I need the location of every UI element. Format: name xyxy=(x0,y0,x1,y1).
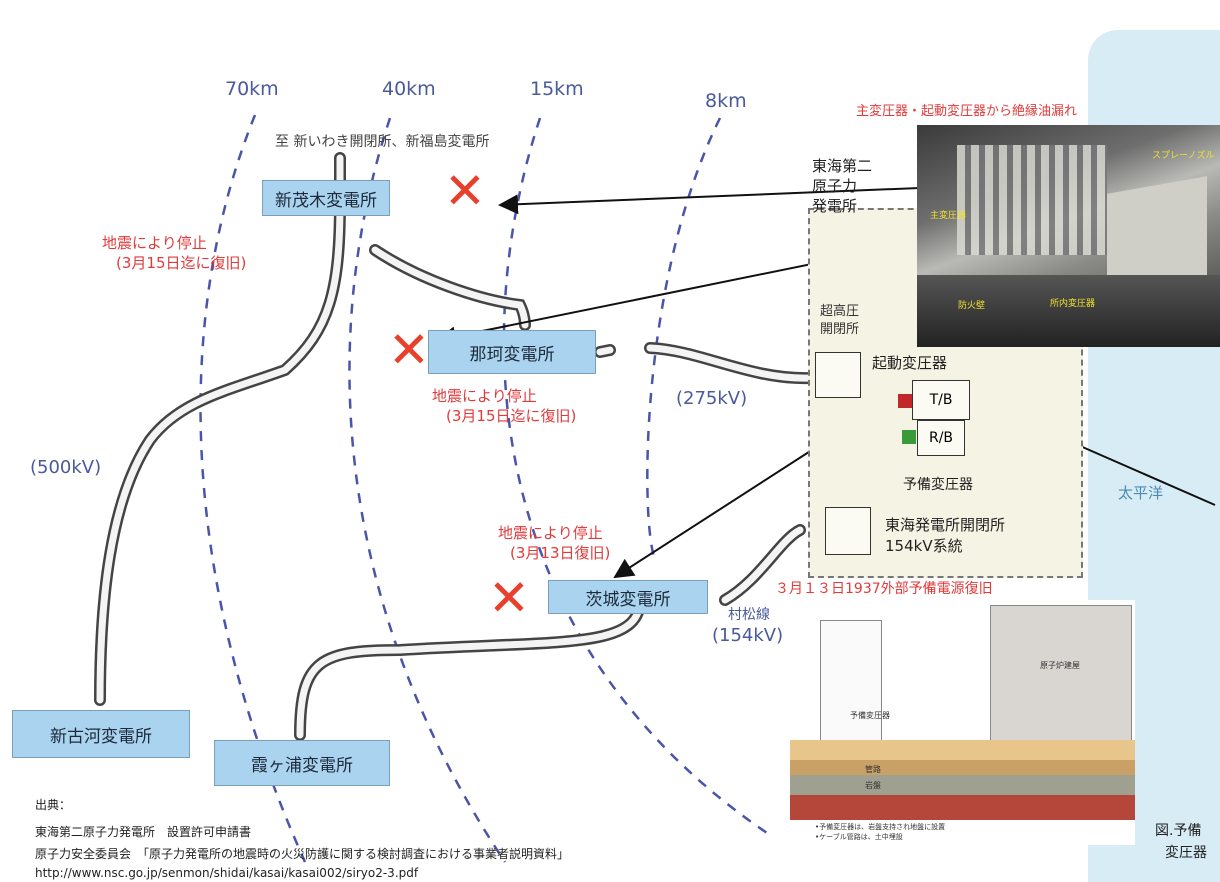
plant-name-1: 東海第二 xyxy=(812,157,873,175)
substation-naka: 那珂変電所 xyxy=(428,330,596,374)
figure-caption-1: 図.予備 xyxy=(1155,823,1202,839)
startup-transformer-label: 起動変圧器 xyxy=(872,354,948,372)
switchyard-label-1: 超高圧 xyxy=(820,304,860,319)
destination-label: 至 新いわき開閉所、新福島変電所 xyxy=(275,134,490,150)
photo-label-firewall: 防火壁 xyxy=(958,301,986,311)
distance-label-40km: 40km xyxy=(382,78,436,100)
plant-name-2: 原子力 xyxy=(812,177,858,195)
figure-caption-2: 変圧器 xyxy=(1165,845,1207,861)
restore-note: ３月１３日1937外部予備電源復旧 xyxy=(775,581,993,597)
transformer-photo xyxy=(917,125,1220,347)
photo-label-aux-tr: 所内変圧器 xyxy=(1050,299,1096,309)
photo-label-main-tr: 主変圧器 xyxy=(930,211,967,221)
arc-15km xyxy=(502,117,771,837)
status-naka-2: (3月15日迄に復旧) xyxy=(446,407,577,425)
stopped-x-ibaraki: ✕ xyxy=(488,569,530,627)
ocean-label: 太平洋 xyxy=(1118,484,1164,502)
turbine-building: T/B xyxy=(912,380,970,420)
switchyard-box xyxy=(815,352,861,398)
status-ibaraki-1: 地震により停止 xyxy=(498,524,603,542)
plant-name-3: 発電所 xyxy=(812,197,858,215)
voltage-275kv: (275kV) xyxy=(676,388,748,409)
stopped-x-shinmogi: ✕ xyxy=(444,162,486,220)
cs-note2: •ケーブル管路は、土中埋設 xyxy=(815,833,903,841)
status-shinmogi-2: (3月15日迄に復旧) xyxy=(116,254,247,272)
status-shinmogi-1: 地震により停止 xyxy=(102,234,207,252)
arc-70km xyxy=(199,114,307,863)
source-url[interactable]: http://www.nsc.go.jp/senmon/shidai/kasai… xyxy=(35,866,419,880)
voltage-500kv: (500kV) xyxy=(30,457,102,478)
reactor-building: R/B xyxy=(917,420,965,456)
tokai-switchyard-label-2: 154kV系統 xyxy=(885,537,963,555)
reserve-transformer-marker xyxy=(902,430,916,444)
reserve-transformer-label: 予備変圧器 xyxy=(903,477,973,493)
startup-transformer-marker xyxy=(898,394,912,408)
distance-label-70km: 70km xyxy=(225,78,279,100)
tokai-switchyard-box xyxy=(825,507,871,555)
status-naka-1: 地震により停止 xyxy=(432,387,537,405)
substation-ibaraki: 茨城変電所 xyxy=(548,580,708,614)
distance-label-15km: 15km xyxy=(530,78,584,100)
cs-tr-label: 予備変圧器 xyxy=(850,711,890,720)
cs-label-1: 管路 xyxy=(865,765,881,774)
tokai-switchyard-label-1: 東海発電所開閉所 xyxy=(885,516,1006,534)
cross-section-figure: 原子炉建屋 予備変圧器 管路 岩盤 •予備変圧器は、岩盤支持され地盤に設置 •ケ… xyxy=(790,600,1135,845)
source-heading: 出典： xyxy=(35,798,72,812)
status-ibaraki-2: (3月13日復旧) xyxy=(510,544,611,562)
source-line2: 原子力安全委員会 「原子力発電所の地震時の火災防護に関する検討調査における事業者… xyxy=(35,847,570,861)
distance-label-8km: 8km xyxy=(705,90,747,112)
cs-note1: •予備変圧器は、岩盤支持され地盤に設置 xyxy=(815,823,946,831)
cs-reactor-label: 原子炉建屋 xyxy=(1040,661,1080,670)
switchyard-label-2: 開閉所 xyxy=(820,322,860,337)
photo-label-nozzle: スプレーノズル xyxy=(1152,151,1215,161)
stopped-x-naka: ✕ xyxy=(388,321,430,379)
source-line1: 東海第二原子力発電所 設置許可申請書 xyxy=(35,825,252,839)
substation-shinkoga: 新古河変電所 xyxy=(12,710,190,758)
cs-label-2: 岩盤 xyxy=(865,781,881,790)
photo-caption: 主変圧器・起動変圧器から絶縁油漏れ xyxy=(856,104,1078,119)
substation-shinmogi: 新茂木変電所 xyxy=(262,180,390,216)
line-muramatsu: 村松線 xyxy=(728,607,770,623)
substation-kasumigaura: 霞ヶ浦変電所 xyxy=(214,740,390,786)
voltage-154kv: (154kV) xyxy=(712,625,784,646)
arc-8km xyxy=(646,117,722,561)
